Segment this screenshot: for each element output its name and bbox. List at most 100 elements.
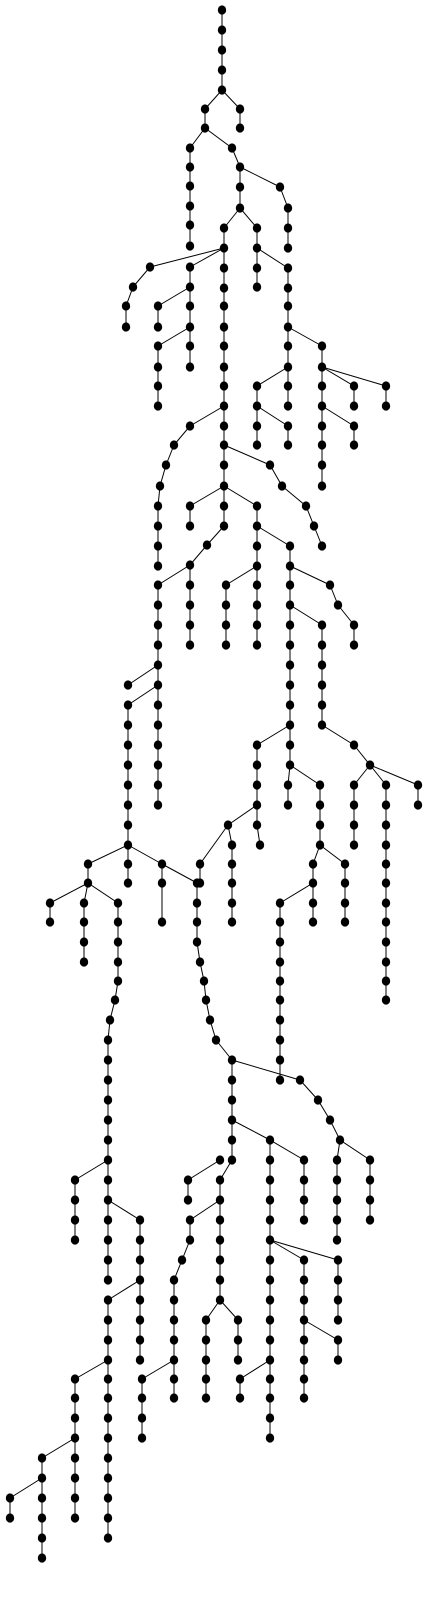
tree-node: [123, 780, 133, 790]
tree-node: [221, 620, 231, 630]
tree-node: [309, 521, 319, 531]
tree-node: [381, 917, 391, 927]
tree-node: [235, 203, 245, 213]
tree-node: [105, 1015, 115, 1025]
tree-node: [317, 362, 327, 372]
tree-node: [349, 640, 359, 650]
tree-node: [252, 521, 262, 531]
tree-node: [275, 995, 285, 1005]
tree-node: [349, 440, 359, 450]
tree-node: [195, 859, 205, 869]
tree-node: [235, 1374, 245, 1384]
tree-node: [123, 720, 133, 730]
tree-node: [283, 800, 293, 810]
tree-node: [283, 322, 293, 332]
tree-node: [113, 957, 123, 967]
tree-node: [317, 640, 327, 650]
tree-node: [219, 501, 229, 511]
tree-node: [275, 917, 285, 927]
tree-node: [123, 800, 133, 810]
tree-node: [103, 1095, 113, 1105]
tree-node: [103, 1115, 113, 1125]
tree-node: [37, 1553, 47, 1563]
tree-node: [83, 859, 93, 869]
tree-node: [335, 1135, 345, 1145]
tree-node: [252, 760, 262, 770]
tree-node: [252, 561, 262, 571]
tree-node: [169, 1355, 179, 1365]
tree-node: [265, 1215, 275, 1225]
tree-node: [285, 760, 295, 770]
tree-node: [110, 995, 120, 1005]
tree-node: [219, 362, 229, 372]
tree-edge: [289, 604, 323, 626]
tree-node: [252, 401, 262, 411]
tree-edge: [219, 1299, 239, 1321]
tree-node: [227, 1115, 237, 1125]
tree-node: [275, 898, 285, 908]
tree-node: [145, 262, 155, 272]
tree-edge: [269, 1239, 339, 1261]
tree-node: [235, 123, 245, 133]
tree-edge: [321, 366, 355, 387]
tree-node: [153, 640, 163, 650]
tree-node: [340, 878, 350, 888]
tree-node: [219, 341, 229, 351]
tree-node: [153, 720, 163, 730]
tree-node: [135, 1215, 145, 1225]
tree-edge: [127, 844, 163, 865]
tree-node: [285, 700, 295, 710]
tree-node: [155, 481, 165, 491]
tree-node: [219, 381, 229, 391]
tree-node: [332, 1175, 342, 1185]
tree-node: [135, 1235, 145, 1245]
tree-node: [215, 1235, 225, 1245]
tree-node: [299, 1295, 309, 1305]
tree-node: [333, 1335, 343, 1345]
tree-node: [381, 937, 391, 947]
tree-node: [252, 740, 262, 750]
tree-node: [252, 243, 262, 253]
tree-node: [201, 1315, 211, 1325]
tree-node: [195, 957, 205, 967]
tree-node: [333, 600, 343, 610]
tree-node: [135, 1295, 145, 1305]
tree-node: [123, 820, 133, 830]
tree-node: [221, 640, 231, 650]
tree-node: [192, 937, 202, 947]
tree-node: [365, 1155, 375, 1165]
tree-node: [70, 1493, 80, 1503]
tree-node: [252, 421, 262, 431]
tree-node: [283, 401, 293, 411]
tree-node: [219, 243, 229, 253]
tree-node: [217, 85, 227, 95]
tree-node: [317, 481, 327, 491]
tree-node: [227, 898, 237, 908]
tree-node: [153, 700, 163, 710]
tree-node: [255, 840, 265, 850]
tree-node: [285, 541, 295, 551]
tree-node: [103, 1195, 113, 1205]
tree-node: [283, 381, 293, 391]
tree-node: [381, 878, 391, 888]
tree-node: [192, 878, 202, 888]
tree-edge: [279, 882, 314, 904]
tree-node: [265, 1355, 275, 1365]
tree-node: [185, 322, 195, 332]
tree-edge: [149, 247, 225, 268]
tree-edge: [256, 405, 289, 427]
tree-node: [265, 1195, 275, 1205]
tree-node: [157, 859, 167, 869]
tree-node: [153, 521, 163, 531]
tree-node: [265, 1175, 275, 1185]
tree-node: [219, 322, 229, 332]
tree-node: [219, 481, 229, 491]
tree-node: [185, 143, 195, 153]
tree-node: [153, 580, 163, 590]
tree-node: [205, 1015, 215, 1025]
tree-node: [349, 820, 359, 830]
tree-node: [299, 1215, 309, 1225]
tree-node: [103, 1295, 113, 1305]
tree-node: [252, 440, 262, 450]
tree-node: [252, 620, 262, 630]
